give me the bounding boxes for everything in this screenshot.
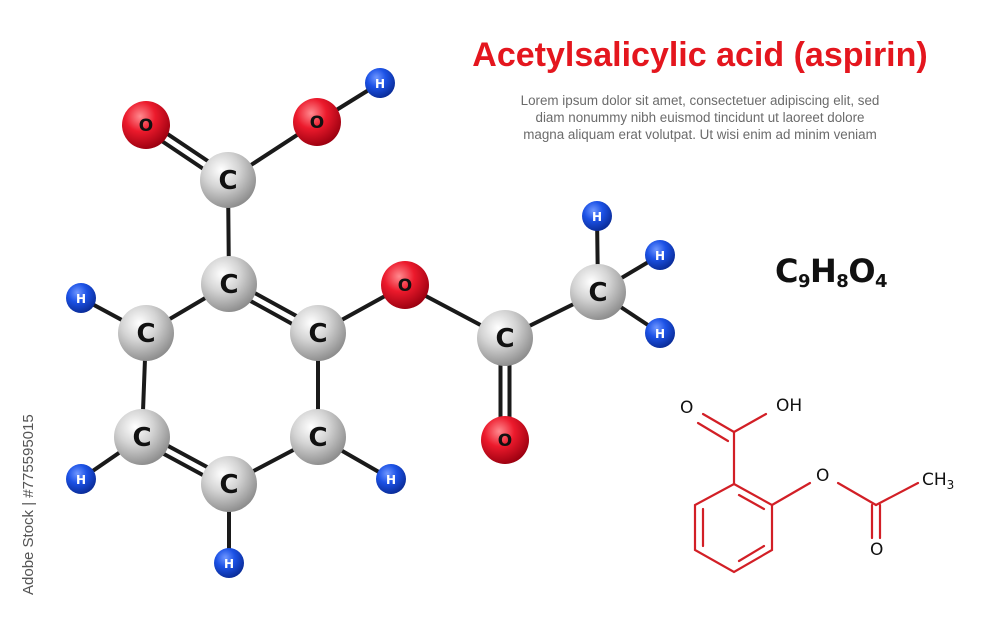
atom-sphere [66, 464, 96, 494]
atom-o-double: O [122, 101, 170, 149]
atom-c-ring1: C [201, 256, 257, 312]
atom-o-acetyl: O [481, 416, 529, 464]
atom-sphere [582, 201, 612, 231]
atom-sphere [214, 548, 244, 578]
atom-sphere [118, 305, 174, 361]
description-line-3: magna aliquam erat volutpat. Ut wisi eni… [523, 127, 877, 142]
atom-sphere [293, 98, 341, 146]
formula-oxygen: O [848, 252, 876, 290]
atom-label: C [219, 470, 238, 500]
atom-label: H [655, 327, 665, 341]
atom-h-ring5: H [214, 548, 244, 578]
atom-label: O [139, 116, 153, 136]
atom-sphere [290, 305, 346, 361]
atom-sphere [201, 256, 257, 312]
skeletal-bond [874, 481, 920, 507]
atom-sphere [645, 240, 675, 270]
atom-c-methyl: C [570, 264, 626, 320]
atom-h-methyl2: H [645, 240, 675, 270]
atom-c-acetyl: C [477, 310, 533, 366]
atom-sphere [381, 261, 429, 309]
formula-hydrogen-count: 8 [836, 271, 849, 292]
atom-label: C [219, 270, 238, 300]
skeletal-bond [836, 481, 878, 507]
formula-carbon: C [775, 252, 798, 290]
skeletal-bond [732, 412, 768, 434]
formula-oxygen-count: 4 [875, 271, 888, 292]
atom-label: C [495, 324, 514, 354]
atom-label: H [386, 473, 396, 487]
atom-label: C [308, 423, 327, 453]
skeletal-label-o: O [870, 540, 883, 560]
atom-sphere [201, 456, 257, 512]
atom-sphere [200, 152, 256, 208]
atom-o-ester: O [381, 261, 429, 309]
atom-label: O [498, 431, 512, 451]
atom-sphere [122, 101, 170, 149]
molecular-formula: C9H8O4 [775, 252, 888, 292]
atom-label: C [308, 319, 327, 349]
atom-label: O [310, 113, 324, 133]
description-line-1: Lorem ipsum dolor sit amet, consectetuer… [520, 93, 880, 108]
atom-label: C [588, 278, 607, 308]
atom-h-ring3: H [66, 283, 96, 313]
skeletal-bond [696, 421, 730, 443]
atom-o-hydroxyl: O [293, 98, 341, 146]
atom-c-carboxyl: C [200, 152, 256, 208]
atom-layer: C O O H C C C C C C H H H H O C O C H H H [66, 68, 675, 578]
skeletal-ring-inner-bond [737, 493, 766, 511]
atom-sphere [645, 318, 675, 348]
atom-sphere [114, 409, 170, 465]
atom-h-hydroxyl: H [365, 68, 395, 98]
atom-label: O [398, 276, 412, 296]
atom-c-ring4: C [114, 409, 170, 465]
atom-label: H [655, 249, 665, 263]
atom-label: H [224, 557, 234, 571]
atom-label: C [136, 319, 155, 349]
skeletal-label-o: O [816, 466, 829, 486]
skeletal-bond [701, 412, 736, 434]
formula-hydrogen: H [810, 252, 837, 290]
atom-label: H [592, 210, 602, 224]
skeletal-ring-inner-bond [737, 544, 766, 563]
atom-c-ring5: C [201, 456, 257, 512]
skeletal-label-oh: OH [776, 396, 802, 416]
atom-sphere [66, 283, 96, 313]
atom-c-ring3: C [118, 305, 174, 361]
atom-c-ring2: C [290, 305, 346, 361]
skeletal-label-o: O [680, 398, 693, 418]
atom-label: H [76, 292, 86, 306]
atom-sphere [290, 409, 346, 465]
description-text: Lorem ipsum dolor sit amet, consectetuer… [480, 92, 920, 143]
atom-h-ring6: H [376, 464, 406, 494]
atom-label: H [76, 473, 86, 487]
atom-label: C [218, 166, 237, 196]
page-title: Acetylsalicylic acid (aspirin) [472, 36, 928, 74]
atom-c-ring6: C [290, 409, 346, 465]
atom-sphere [481, 416, 529, 464]
atom-sphere [570, 264, 626, 320]
skeletal-label-ch3: CH3 [922, 470, 954, 492]
atom-label: C [132, 423, 151, 453]
formula-carbon-count: 9 [797, 271, 811, 292]
skeletal-ring [693, 482, 774, 574]
atom-label: H [375, 77, 385, 91]
atom-sphere [376, 464, 406, 494]
skeletal-bond [770, 481, 812, 507]
atom-sphere [365, 68, 395, 98]
description-line-2: diam nonummy nibh euismod tincidunt ut l… [535, 110, 865, 125]
atom-sphere [477, 310, 533, 366]
atom-h-ring4: H [66, 464, 96, 494]
atom-h-methyl3: H [645, 318, 675, 348]
atom-h-methyl1: H [582, 201, 612, 231]
